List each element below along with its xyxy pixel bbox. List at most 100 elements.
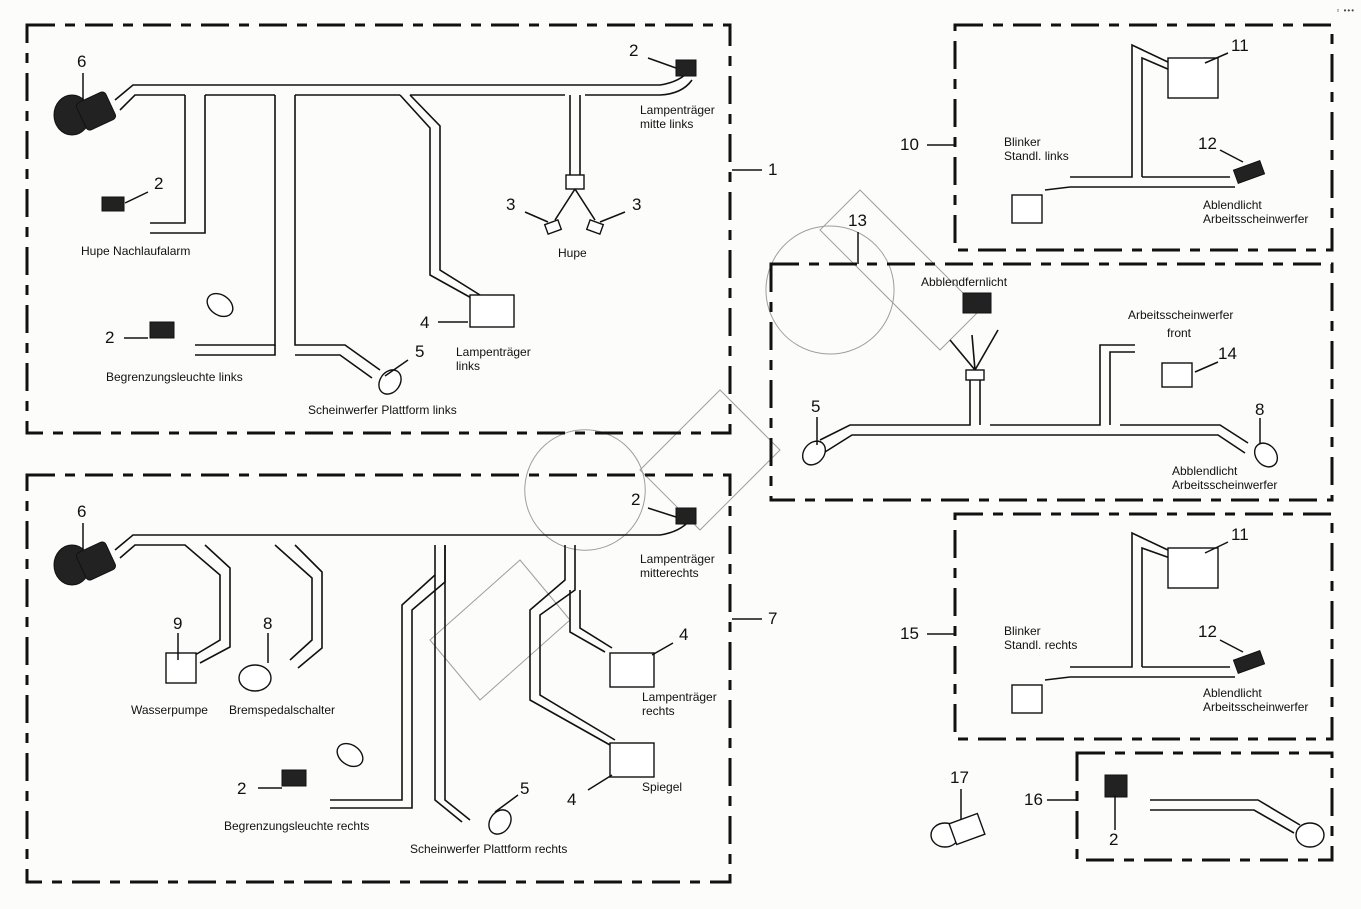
connector-12-right [1232, 649, 1266, 675]
marker-left-bulb [206, 292, 234, 318]
group-10-box [953, 23, 1334, 252]
callout-5: 5 [415, 342, 425, 361]
brake-switch-connector [238, 664, 272, 692]
label-blinker-right-1: Blinker [1004, 624, 1041, 638]
label-low-beam-right-2: Arbeitsscheinwerfer [1203, 700, 1309, 714]
more-icon[interactable]: ••• [1343, 6, 1355, 15]
label-dipped-high-beam: Abblendfernlicht [921, 275, 1008, 289]
label-low-worklight-2: Arbeitsscheinwerfer [1172, 478, 1278, 492]
callout-4: 4 [567, 790, 577, 809]
dipped-beam-connector [962, 292, 992, 314]
group-10-harness [1044, 43, 1235, 191]
main-connector-6-bottom [53, 541, 117, 586]
lamp-mid-left-connector [675, 59, 697, 77]
callout-6: 6 [77, 502, 87, 521]
label-lamp-mid-left-1: Lampenträger [640, 103, 715, 117]
callout-14: 14 [1218, 344, 1237, 363]
label-lamp-mid-right-2: mitterechts [640, 566, 699, 580]
label-lamp-left-1: Lampenträger [456, 345, 531, 359]
blinker-right-connector [1011, 684, 1043, 714]
label-blinker-left-2: Standl. links [1004, 149, 1069, 163]
group-1-harness [114, 69, 693, 379]
callout-8: 8 [1255, 400, 1265, 419]
marker-right-connector [281, 769, 307, 787]
label-low-beam-1: Ablendlicht [1203, 198, 1262, 212]
label-blinker-left-1: Blinker [1004, 135, 1041, 149]
group-16-harness [1150, 799, 1301, 834]
group-number-16: 16 [1024, 790, 1043, 809]
headlight-left-connector [378, 369, 402, 395]
headlight-right-connector [488, 809, 512, 835]
label-front-worklight-1: Arbeitsscheinwerfer [1128, 308, 1234, 322]
callout-8: 8 [263, 614, 273, 633]
label-marker-left: Begrenzungsleuchte links [106, 370, 243, 384]
group-13-harness [819, 329, 1249, 454]
callout-leaders [82, 52, 1261, 830]
callout-4: 4 [679, 625, 689, 644]
label-headlight-left: Scheinwerfer Plattform links [308, 403, 457, 417]
connector-12-left [1232, 159, 1266, 185]
lamp-mid-right-connector [675, 507, 697, 525]
watermark [429, 189, 981, 701]
main-connector-6-top [53, 91, 117, 136]
label-headlight-right: Scheinwerfer Plattform rechts [410, 842, 568, 856]
connector-2-adapter [1104, 774, 1128, 798]
group-number-1: 1 [768, 160, 778, 179]
group-number-15: 15 [900, 624, 919, 643]
label-low-beam-right-1: Ablendlicht [1203, 686, 1262, 700]
label-marker-right: Begrenzungsleuchte rechts [224, 819, 370, 833]
callout-11: 11 [1231, 525, 1249, 544]
group-13-box [769, 262, 1334, 502]
callout-2: 2 [629, 41, 639, 60]
callout-12: 12 [1198, 134, 1217, 153]
marker-right-bulb [336, 742, 364, 768]
callout-5: 5 [811, 397, 821, 416]
callout-2: 2 [105, 328, 115, 347]
callout-11: 11 [1231, 36, 1249, 55]
connector-11-right [1167, 547, 1219, 589]
callout-3: 3 [506, 195, 516, 214]
callout-3: 3 [632, 195, 642, 214]
group-1-box [25, 23, 732, 435]
connector-11-left [1167, 57, 1219, 99]
group-15-harness [1044, 531, 1235, 681]
label-lamp-mid-left-2: mitte links [640, 117, 694, 131]
callout-4: 4 [420, 313, 430, 332]
group-7-harness [114, 519, 691, 823]
group-15-box [953, 512, 1334, 741]
water-pump-connector [165, 652, 197, 684]
lamp-left-connector [469, 294, 515, 328]
blinker-left-connector [1011, 194, 1043, 224]
label-blinker-right-2: Standl. rechts [1004, 638, 1078, 652]
label-water-pump: Wasserpumpe [131, 703, 208, 717]
callout-9: 9 [173, 614, 183, 633]
group-7-box [25, 473, 732, 884]
connector-14 [1161, 362, 1193, 388]
print-icon[interactable]: ▫ [1336, 6, 1341, 15]
group-number-10: 10 [900, 135, 919, 154]
group-16-box [1075, 751, 1334, 862]
connector-5-front [801, 440, 827, 466]
label-horn-alarm: Hupe Nachlaufalarm [81, 244, 191, 258]
horn-alarm-connector [101, 196, 125, 212]
lamp-right-connector [609, 652, 655, 688]
label-front-worklight-2: front [1167, 326, 1192, 340]
label-brake-switch: Bremspedalschalter [229, 703, 336, 717]
callout-6: 6 [77, 52, 87, 71]
label-lamp-mid-right-1: Lampenträger [640, 552, 715, 566]
label-low-beam-2: Arbeitsscheinwerfer [1203, 212, 1309, 226]
horn-connector-b [585, 219, 605, 235]
callout-2: 2 [154, 174, 164, 193]
callout-2: 2 [1109, 830, 1119, 849]
corner-toolbar: ▫ ••• [1337, 6, 1355, 15]
callout-2: 2 [631, 490, 641, 509]
label-horn: Hupe [558, 246, 587, 260]
callout-12: 12 [1198, 622, 1217, 641]
label-lamp-right-1: Lampenträger [642, 690, 717, 704]
label-lamp-left-2: links [456, 359, 481, 373]
marker-left-connector [149, 321, 175, 339]
mirror-connector [609, 742, 655, 778]
label-low-worklight-1: Abblendlicht [1172, 464, 1238, 478]
callout-2: 2 [237, 779, 247, 798]
